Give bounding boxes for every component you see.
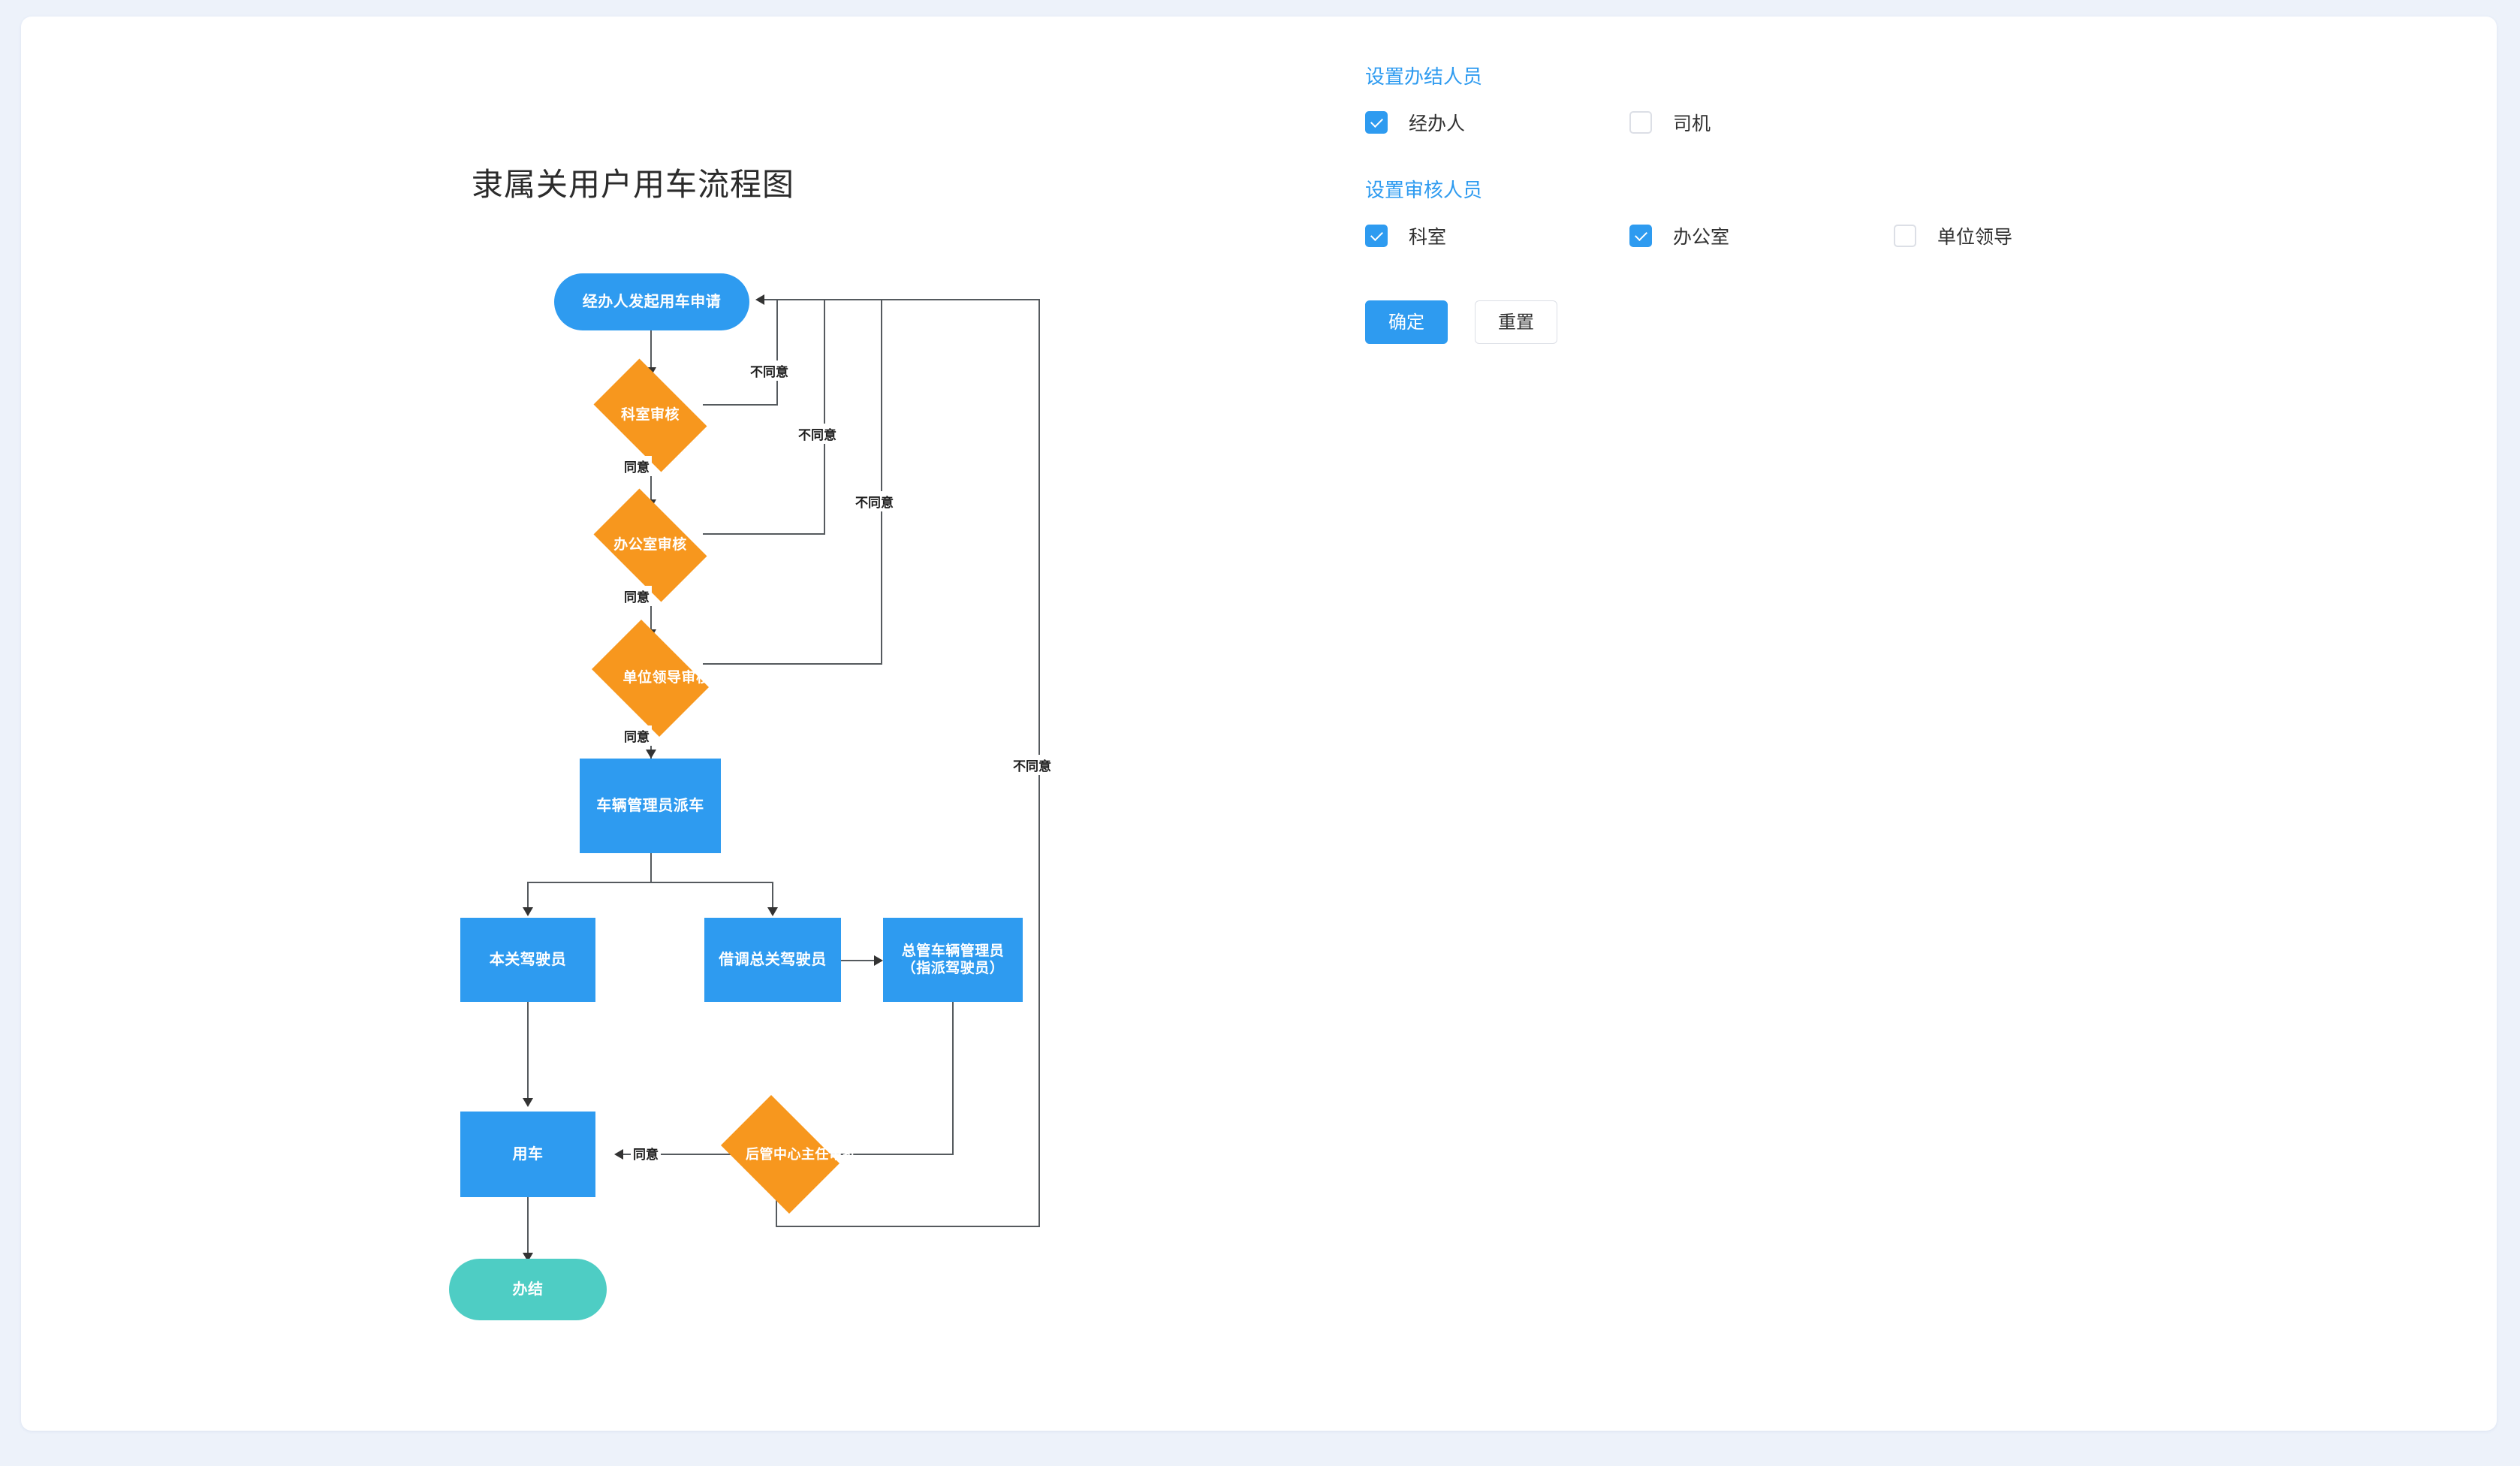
edge-houguan-to-yongche [622,1154,766,1155]
edge-label-disagree-4: 不同意 [1011,755,1054,775]
checkbox-label-siji: 司机 [1673,113,1711,134]
completion-section-title: 设置办结人员 [1365,65,1483,88]
flowchart-canvas: 隶属关用户用车流程图 [21,17,1222,1431]
node-houguan-director-approval[interactable]: 后管中心主任审批 [712,1095,857,1214]
arrow-lingdao-to-paiche [646,750,656,759]
edge-paiche-to-benguan [527,882,529,912]
review-checkbox-row: 科室 办公室 单位领导 [1365,222,2416,249]
arrow-benguan-to-yongche [523,1098,533,1107]
checkbox-keshi[interactable] [1365,225,1388,247]
checkbox-label-jingbanren: 经办人 [1409,113,1466,134]
checkbox-item-siji[interactable]: 司机 [1629,109,1894,136]
node-chief-vehicle-manager[interactable]: 总管车辆管理员（指派驾驶员） [883,918,1023,1002]
checkbox-bangongshi[interactable] [1629,225,1652,247]
node-use-vehicle[interactable]: 用车 [460,1112,595,1197]
edge-paiche-split-h [527,882,772,883]
action-button-row: 确定 重置 [1365,300,2416,344]
edge-start-to-keshi [650,330,652,377]
checkbox-label-keshi: 科室 [1409,227,1447,248]
checkbox-label-bangongshi: 办公室 [1673,227,1730,248]
edge-benguan-to-yongche [527,1002,529,1103]
edge-bangongshi-disagree-h [703,533,825,535]
arrow-paiche-to-benguan [523,907,533,916]
edge-houguan-disagree-v1 [776,1197,777,1227]
node-bangongshi-review-label: 办公室审核 [613,537,687,554]
checkbox-jingbanren[interactable] [1365,111,1388,134]
arrow-houguan-to-yongche [614,1149,623,1160]
settings-panel: 设置办结人员 经办人 司机 设置审核人员 科室 办公室 单位 [1365,62,2416,344]
node-borrowed-driver[interactable]: 借调总关驾驶员 [704,918,841,1002]
arrow-jiediao-to-zongguan [874,955,883,966]
node-houguan-director-approval-label: 后管中心主任审批 [746,1146,857,1162]
edge-keshi-disagree-h [703,404,778,406]
edge-keshi-disagree-v [776,299,778,405]
page-title: 隶属关用户用车流程图 [472,167,795,202]
node-vehicle-manager-dispatch[interactable]: 车辆管理员派车 [580,759,721,853]
arrow-paiche-to-jiediao [767,907,778,916]
edge-paiche-down [650,853,652,883]
main-card: 隶属关用户用车流程图 [21,17,2497,1431]
edge-label-disagree-2: 不同意 [796,424,839,444]
checkbox-danweilingdao[interactable] [1894,225,1916,247]
node-keshi-review-label: 科室审核 [620,407,680,424]
node-complete[interactable]: 办结 [449,1259,607,1320]
checkbox-item-jingbanren[interactable]: 经办人 [1365,109,1629,136]
edge-lingdao-disagree-h [703,663,882,665]
edge-label-disagree-3: 不同意 [853,491,896,511]
edge-lingdao-disagree-v [881,299,882,664]
node-unit-leader-review-label: 单位领导审核 [622,670,711,686]
edge-label-agree-4: 同意 [631,1143,661,1163]
reset-button[interactable]: 重置 [1475,300,1557,344]
checkbox-siji[interactable] [1629,111,1652,134]
edge-bangongshi-disagree-v [824,299,825,534]
edge-zongguan-to-houguan [788,1154,954,1155]
edge-return-to-start [763,299,1040,300]
confirm-button[interactable]: 确定 [1365,300,1448,344]
edge-jiediao-to-zongguan [841,960,876,961]
edge-label-agree-3: 同意 [622,725,652,746]
edge-label-agree-2: 同意 [622,586,652,606]
review-section-title: 设置审核人员 [1365,179,1483,201]
edge-zongguan-down [952,1002,954,1155]
arrow-return-to-start [755,294,764,305]
completion-checkbox-row: 经办人 司机 [1365,109,2416,136]
node-local-driver[interactable]: 本关驾驶员 [460,918,595,1002]
node-keshi-review[interactable]: 科室审核 [583,358,718,472]
edge-houguan-disagree-h [776,1226,1040,1227]
edge-yongche-to-banjie [527,1197,529,1259]
edge-label-disagree-1: 不同意 [748,360,791,381]
node-unit-leader-review[interactable]: 单位领导审核 [583,620,718,737]
node-bangongshi-review[interactable]: 办公室审核 [583,488,718,602]
checkbox-item-keshi[interactable]: 科室 [1365,222,1629,249]
edge-paiche-to-jiediao [772,882,773,912]
checkbox-item-danweilingdao[interactable]: 单位领导 [1894,222,2158,249]
checkbox-label-danweilingdao: 单位领导 [1937,227,2013,248]
checkbox-item-bangongshi[interactable]: 办公室 [1629,222,1894,249]
node-start-application[interactable]: 经办人发起用车申请 [554,273,749,330]
edge-label-agree-1: 同意 [622,456,652,476]
